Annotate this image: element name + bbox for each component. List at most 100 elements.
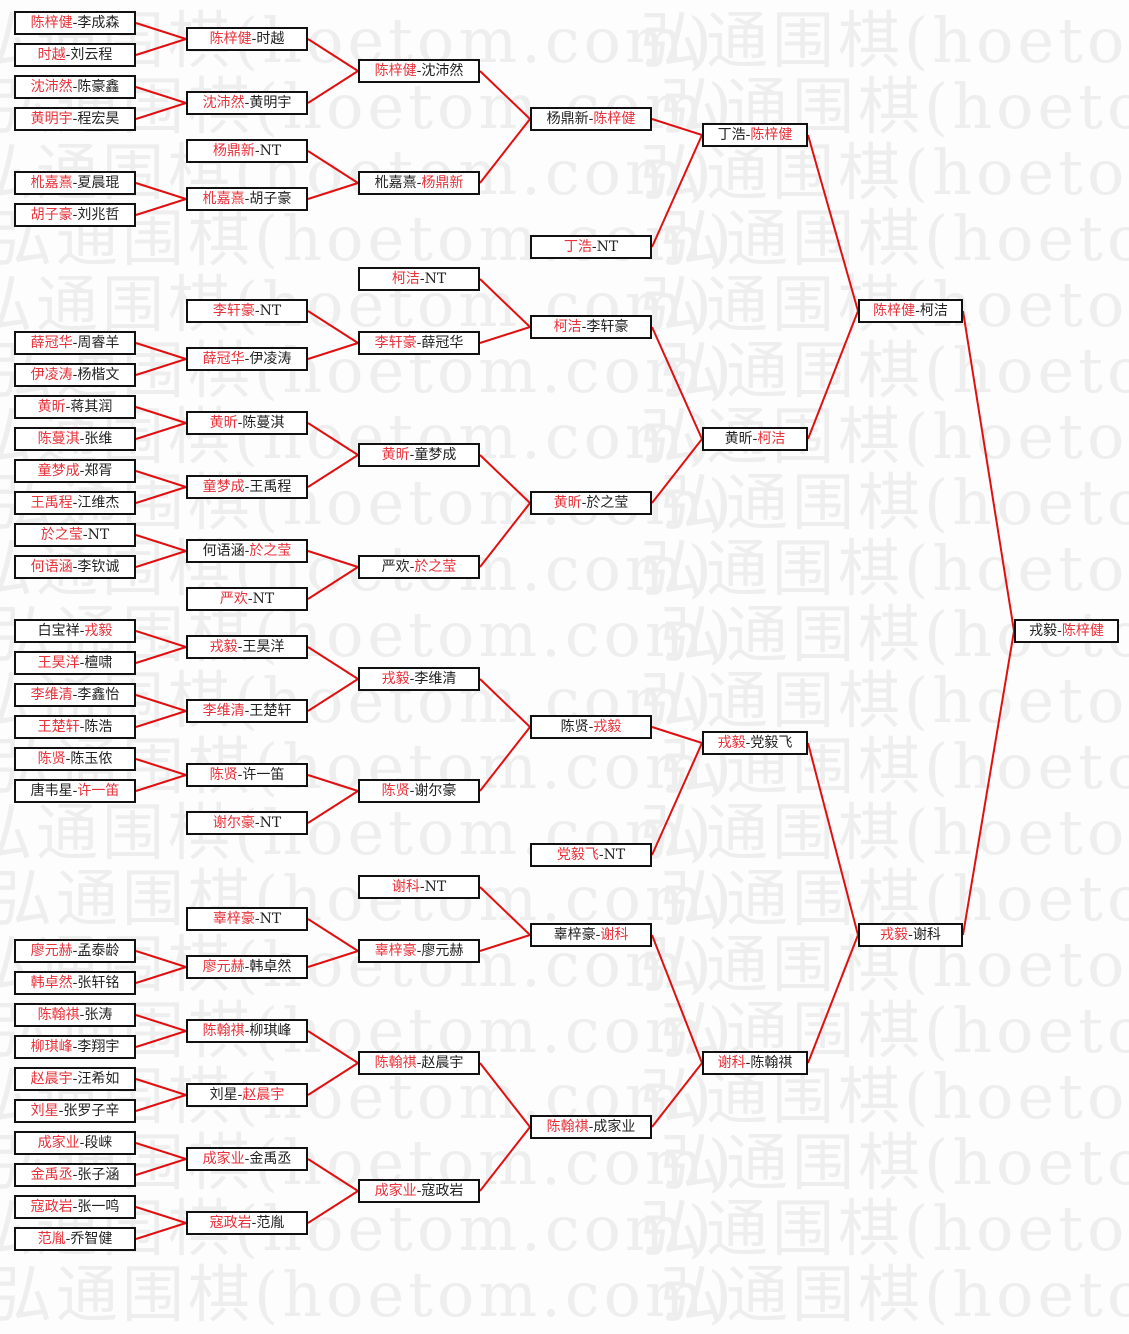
match-box: 沈沛然-黄明宇: [186, 91, 308, 115]
player-a: 沈沛然: [30, 79, 73, 95]
player-a: 薛冠华: [202, 351, 245, 367]
separator: -: [409, 783, 415, 799]
player-a: 辜梓豪: [374, 943, 417, 959]
player-b: 於之莹: [414, 559, 457, 575]
connector-line: [135, 1030, 187, 1048]
match-box: 严欢-於之莹: [358, 555, 480, 579]
connector-line: [135, 710, 187, 728]
player-a: 柯洁: [553, 319, 582, 335]
connector-line: [135, 550, 187, 568]
match-box: 戎毅-谢科: [858, 923, 963, 947]
player-a: 严欢: [381, 559, 410, 575]
player-b: 李成森: [77, 15, 120, 31]
player-a: 沈沛然: [202, 95, 245, 111]
player-b: 王禹程: [249, 479, 292, 495]
match-box: 成家业-寇政岩: [358, 1179, 480, 1203]
separator: -: [72, 1167, 78, 1183]
separator: -: [79, 1007, 85, 1023]
separator: -: [588, 1119, 594, 1135]
player-a: 黄昕: [209, 415, 238, 431]
player-b: 李鑫怡: [77, 687, 120, 703]
separator: -: [72, 367, 78, 383]
connector-line: [307, 550, 359, 568]
connector-line: [479, 886, 531, 936]
player-a: 胡子豪: [30, 207, 73, 223]
player-a: 伊凌涛: [30, 367, 73, 383]
player-b: 程宏昊: [77, 111, 120, 127]
separator: -: [72, 175, 78, 191]
connector-line: [135, 358, 187, 376]
separator: -: [254, 143, 260, 159]
player-a: 谢尔豪: [212, 815, 255, 831]
separator: -: [65, 47, 71, 63]
match-box: 李轩豪-NT: [186, 299, 308, 323]
player-a: 陈梓健: [374, 63, 417, 79]
separator: -: [72, 15, 78, 31]
player-a: 陈梓健: [30, 15, 73, 31]
player-b: 时越: [256, 31, 285, 47]
separator: -: [65, 399, 71, 415]
separator: -: [72, 559, 78, 575]
match-box: 王昊洋-檀啸: [14, 651, 136, 675]
player-a: 陈贤: [381, 783, 410, 799]
connector-line: [135, 422, 187, 440]
connector-line: [135, 630, 187, 648]
match-box: 谢尔豪-NT: [186, 811, 308, 835]
match-box: 寇政岩-张一鸣: [14, 1195, 136, 1219]
separator: -: [416, 335, 422, 351]
connector-line: [651, 742, 703, 856]
match-box: 刘星-张罗子辛: [14, 1099, 136, 1123]
match-box: 陈贤-戎毅: [530, 715, 652, 739]
connector-line: [651, 934, 703, 1064]
player-b: 陈梓健: [593, 111, 636, 127]
match-box: 陈贤-陈玉侬: [14, 747, 136, 771]
match-box: 陈梓健-李成森: [14, 11, 136, 35]
player-b: 江维杰: [77, 495, 120, 511]
player-a: 李维清: [30, 687, 73, 703]
player-a: 黄昕: [381, 447, 410, 463]
connector-line: [307, 182, 359, 200]
match-box: 陈蔓淇-张维: [14, 427, 136, 451]
separator: -: [254, 303, 260, 319]
player-a: 王楚轩: [37, 719, 80, 735]
player-a: 赵晨宇: [30, 1071, 73, 1087]
match-box: 赵晨宇-汪希如: [14, 1067, 136, 1091]
player-b: 李轩豪: [586, 319, 629, 335]
match-box: 时越-刘云程: [14, 43, 136, 67]
separator: -: [244, 95, 250, 111]
separator: -: [72, 1199, 78, 1215]
separator: -: [244, 543, 250, 559]
match-box: 杨鼎新-陈梓健: [530, 107, 652, 131]
match-box: 童梦成-郑胥: [14, 459, 136, 483]
player-a: 成家业: [202, 1151, 245, 1167]
connector-line: [962, 310, 1015, 632]
connector-line: [135, 38, 187, 56]
match-box: 柯洁-李轩豪: [530, 315, 652, 339]
match-box: 於之莹-NT: [14, 523, 136, 547]
connector-line: [307, 150, 359, 184]
connector-line: [135, 646, 187, 664]
match-box: 戎毅-党毅飞: [702, 731, 808, 755]
separator: -: [82, 527, 88, 543]
player-a: 童梦成: [37, 463, 80, 479]
player-b: 李钦诚: [77, 559, 120, 575]
bracket-connectors: [135, 22, 1015, 1240]
match-box: 寇政岩-范胤: [186, 1211, 308, 1235]
match-box: 金禹丞-张子涵: [14, 1163, 136, 1187]
connector-line: [307, 70, 359, 104]
player-b: 戎毅: [593, 719, 622, 735]
connector-line: [135, 1094, 187, 1112]
connector-line: [807, 934, 859, 1064]
player-b: 张一鸣: [77, 1199, 120, 1215]
match-box: 黄昕-於之莹: [530, 491, 652, 515]
player-b: 赵晨宇: [421, 1055, 464, 1071]
player-a: 何语涵: [30, 559, 73, 575]
player-b: 陈梓健: [1061, 623, 1104, 639]
match-box: 廖元赫-孟泰龄: [14, 939, 136, 963]
separator: -: [588, 719, 594, 735]
connector-line: [651, 326, 703, 440]
separator: -: [79, 463, 85, 479]
separator: -: [72, 495, 78, 511]
player-a: 谢科: [391, 879, 420, 895]
connector-line: [135, 102, 187, 120]
